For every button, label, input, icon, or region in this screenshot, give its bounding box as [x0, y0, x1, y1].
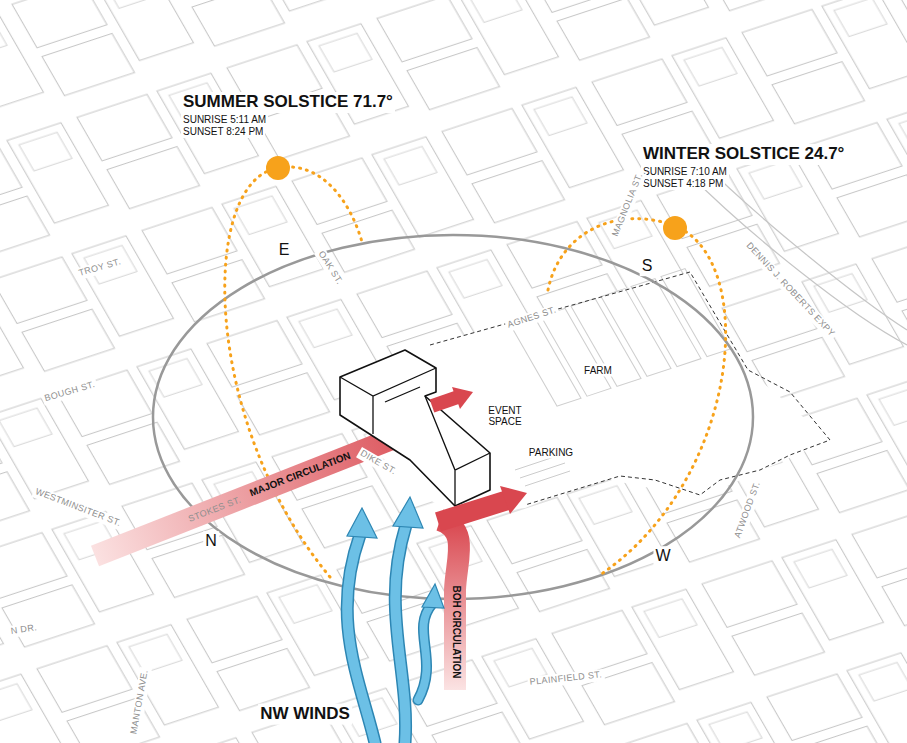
zone-label: EVENT SPACE: [479, 404, 531, 428]
wind-label: NW WINDS: [258, 704, 352, 725]
summer-sun: [266, 156, 290, 180]
proposed-building: [340, 350, 490, 506]
event-arrow-shaft: [432, 397, 458, 406]
compass-letter: N: [203, 531, 219, 551]
compass-letter: E: [277, 240, 292, 260]
wind-arrowheads: [347, 497, 444, 608]
zone-label: FARM: [582, 364, 614, 377]
summer-sun-path: [225, 167, 362, 577]
service-arrow-shaft: [438, 500, 508, 522]
service-arrowhead: [500, 486, 527, 514]
sun-time: SUNSET 4:18 PM: [641, 177, 725, 190]
farm-rows: [511, 269, 731, 406]
compass-letter: S: [640, 256, 655, 276]
winter-sun-path: [548, 219, 726, 575]
solstice-title: WINTER SOLSTICE 24.7°: [641, 144, 846, 165]
circulation-label: BOH CIRCULATION: [450, 583, 463, 680]
event-arrowhead: [452, 387, 473, 409]
building-edges: [340, 368, 490, 506]
wind-ribbons: [347, 525, 432, 743]
winter-sun: [663, 216, 687, 240]
zone-label: PARKING: [527, 446, 575, 459]
sun-time: SUNSET 8:24 PM: [181, 125, 265, 138]
parking-stripes: [515, 455, 570, 486]
solstice-title: SUMMER SOLSTICE 71.7°: [181, 92, 395, 113]
compass-letter: W: [653, 546, 672, 566]
